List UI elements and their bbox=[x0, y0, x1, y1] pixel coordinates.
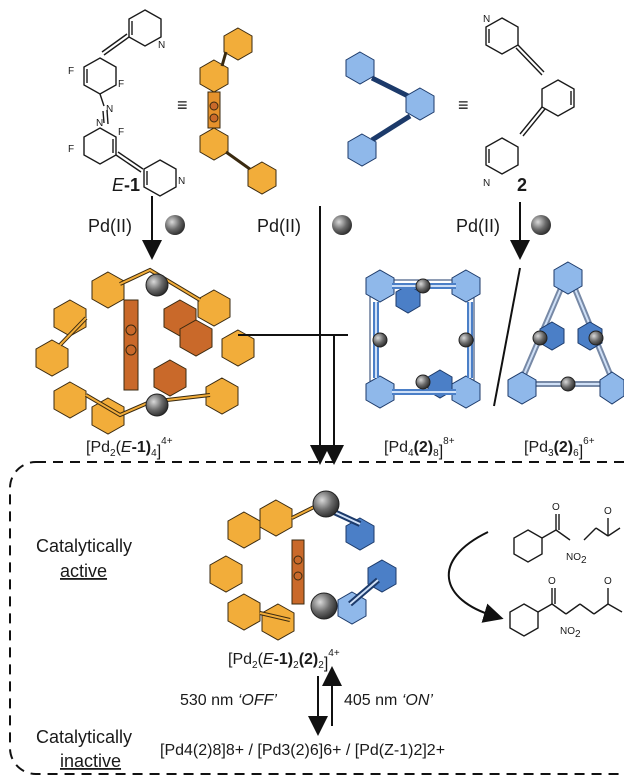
pd-ion-icon bbox=[532, 330, 548, 346]
azo-ligand-cartoon bbox=[199, 27, 277, 195]
pd-ion-icon bbox=[372, 332, 388, 348]
heteroleptic-box bbox=[9, 461, 624, 775]
inactive-formula: [Pd4(2)8]8+ / [Pd3(2)6]6+ / [Pd(Z-1)2]2+ bbox=[160, 742, 445, 759]
fluorine-label: F bbox=[68, 144, 74, 155]
fluorine-label: F bbox=[118, 127, 124, 138]
nitrogen-label: N bbox=[483, 178, 490, 189]
pyridyl-ligand-label: 2 bbox=[517, 175, 527, 195]
off-switch-label: 530 nm ‘OFF’ bbox=[180, 692, 277, 709]
pd3-cage-label: [Pd3(2)6]6+ bbox=[524, 436, 595, 460]
reagent-left: Pd(II) bbox=[88, 216, 132, 236]
oxygen-label: O bbox=[552, 502, 560, 513]
pd-ion-icon bbox=[560, 376, 576, 392]
active-label-line2: active bbox=[60, 561, 107, 581]
pd2-azo-cage bbox=[35, 267, 255, 435]
inactive-label-line1: Catalytically bbox=[36, 727, 132, 747]
pd-ion-icon bbox=[145, 393, 169, 417]
equivalence-symbol: ≡ bbox=[177, 95, 188, 115]
nitrogen-label: N bbox=[106, 104, 113, 115]
equivalence-symbol: ≡ bbox=[458, 95, 469, 115]
reagent-right: Pd(II) bbox=[456, 216, 500, 236]
pd4-cage-label: [Pd4(2)8]8+ bbox=[384, 436, 455, 460]
inactive-label-line2: inactive bbox=[60, 751, 121, 771]
catalysis-arrow bbox=[447, 531, 504, 623]
pd3-triangle-cage bbox=[507, 261, 624, 405]
azo-ligand-label: E-1 bbox=[112, 175, 140, 195]
pd-ion-icon bbox=[165, 215, 185, 235]
on-switch-label: 405 nm ‘ON’ bbox=[344, 692, 433, 709]
nitrogen-label: N bbox=[96, 118, 103, 129]
reagent-center: Pd(II) bbox=[257, 216, 301, 236]
nitro-label: NO2 bbox=[566, 552, 587, 566]
pd-ion-icon bbox=[588, 330, 604, 346]
nitrogen-label: N bbox=[483, 14, 490, 25]
active-label-line1: Catalytically bbox=[36, 536, 132, 556]
nitro-label: NO2 bbox=[560, 626, 581, 640]
azo-ligand-structure: N F F N N F F N bbox=[68, 9, 185, 197]
fluorine-label: F bbox=[118, 79, 124, 90]
heteroleptic-cage bbox=[209, 490, 397, 641]
pyridyl-ligand-structure: N N bbox=[483, 14, 575, 189]
pd-ion-icon bbox=[531, 215, 551, 235]
oxygen-label: O bbox=[604, 576, 612, 587]
divider-slash bbox=[493, 267, 521, 407]
pd-ion-icon bbox=[310, 592, 338, 620]
heteroleptic-cage-label: [Pd2(E-1)2(2)2]4+ bbox=[228, 648, 340, 672]
pd-ion-icon bbox=[415, 278, 431, 294]
oxygen-label: O bbox=[548, 576, 556, 587]
pd4-square-cage bbox=[365, 269, 481, 409]
product-structure: O NO2 O bbox=[509, 576, 623, 640]
pd-ion-icon bbox=[312, 490, 340, 518]
pyridyl-ligand-cartoon bbox=[345, 51, 435, 167]
pd-ion-icon bbox=[332, 215, 352, 235]
pd2-azo-cage-label: [Pd2(E-1)4]4+ bbox=[86, 436, 173, 460]
fluorine-label: F bbox=[68, 66, 74, 77]
reactant-structures: O NO2 O bbox=[513, 502, 621, 566]
pd-ion-icon bbox=[415, 374, 431, 390]
oxygen-label: O bbox=[604, 506, 612, 517]
nitrogen-label: N bbox=[158, 40, 165, 51]
pd-ion-icon bbox=[145, 273, 169, 297]
pd-ion-icon bbox=[458, 332, 474, 348]
nitrogen-label: N bbox=[178, 176, 185, 187]
